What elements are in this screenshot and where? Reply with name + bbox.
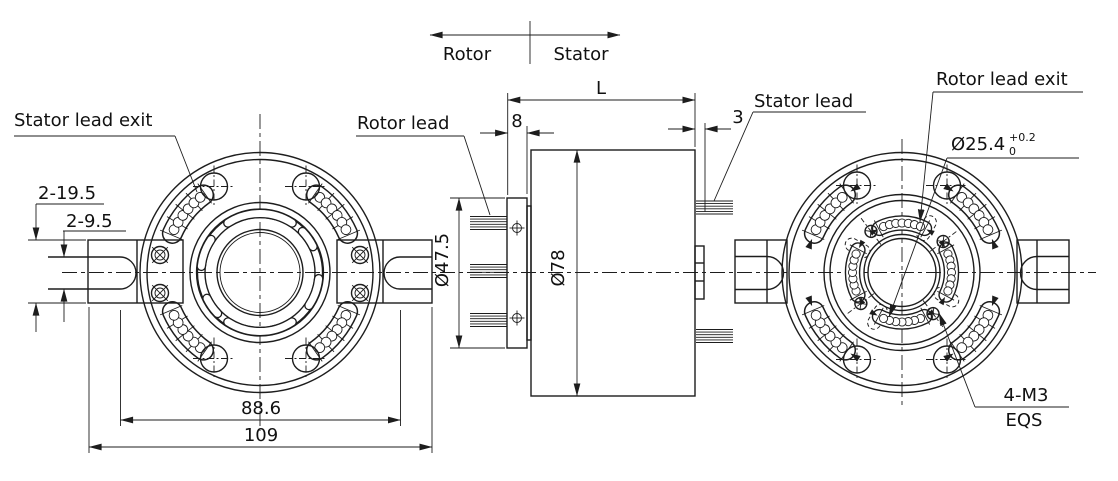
dim-tab-height-text: 2-19.5 — [38, 183, 96, 204]
bore-dia-callout: Ø25.4 +0.2 0 — [888, 131, 1079, 318]
rotor-lead-exit-callout: Rotor lead exit — [917, 69, 1083, 223]
rotor-lead-callout: Rotor lead — [356, 113, 491, 216]
dim-overall-width: 109 — [88, 307, 433, 453]
flange-screw — [509, 310, 525, 326]
dim-length-text: L — [596, 78, 606, 99]
flange-screw — [509, 220, 525, 236]
stator-lead-exit-callout: Stator lead exit — [14, 110, 198, 193]
side-view: Rotor Stator L 8 — [356, 21, 866, 397]
side-body — [506, 149, 705, 397]
rear-right-tab — [1016, 239, 1070, 304]
dim-length: L — [507, 78, 696, 195]
rotor-lead-exit-label: Rotor lead exit — [936, 69, 1068, 90]
dim-tab-height: 2-19.5 — [28, 183, 104, 332]
dim-stator-lead-offset-text: 3 — [732, 107, 743, 128]
tab-screw — [150, 283, 170, 303]
dim-body-dia-text: Ø78 — [548, 249, 569, 286]
tab-screw — [350, 245, 370, 265]
dim-flange-width-text: 8 — [511, 111, 522, 132]
dim-bore-dia-text: Ø25.4 — [951, 134, 1005, 155]
dim-bore-tol-upper-text: +0.2 — [1009, 131, 1036, 144]
stator-label: Stator — [554, 44, 610, 65]
rotor-stator-header: Rotor Stator — [429, 21, 621, 65]
tab-screw — [350, 283, 370, 303]
dim-slot-width: 2-9.5 — [60, 211, 126, 322]
dim-bolt-span: 88.6 — [120, 310, 401, 426]
stator-lead-label: Stator lead — [754, 91, 853, 112]
dim-flange-dia-text: Ø47.5 — [432, 233, 453, 287]
dim-bolt-span-text: 88.6 — [241, 398, 281, 419]
dim-body-dia: Ø78 — [548, 149, 581, 397]
front-view: 2-19.5 2-9.5 88.6 109 Stator lead exit — [14, 110, 433, 453]
stator-lead-exit-label: Stator lead exit — [14, 110, 152, 131]
dim-flange-dia: Ø47.5 — [432, 197, 505, 349]
rotor-lead-label: Rotor lead — [357, 113, 449, 134]
thread-callout-text: 4-M3 — [1004, 385, 1049, 406]
front-right-tab — [336, 239, 433, 304]
dim-bore-tol-lower-text: 0 — [1009, 145, 1016, 158]
rotor-label: Rotor — [443, 44, 492, 65]
rear-view: Rotor lead exit Ø25.4 +0.2 0 4-M3 EQS — [734, 69, 1083, 431]
thread-callout: 4-M3 EQS — [938, 312, 1069, 431]
tab-screw — [150, 245, 170, 265]
stator-lead-callout: Stator lead — [713, 91, 866, 202]
stator-lead-bundles — [695, 200, 734, 343]
rear-left-tab — [734, 239, 788, 304]
dim-flange-width: 8 — [480, 111, 554, 194]
front-left-tab — [48, 239, 184, 304]
dim-stator-lead-offset: 3 — [668, 107, 744, 212]
thread-note-text: EQS — [1006, 410, 1043, 431]
rotor-lead-bundles — [469, 216, 508, 327]
dim-overall-width-text: 109 — [244, 425, 278, 446]
dim-slot-width-text: 2-9.5 — [66, 211, 113, 232]
